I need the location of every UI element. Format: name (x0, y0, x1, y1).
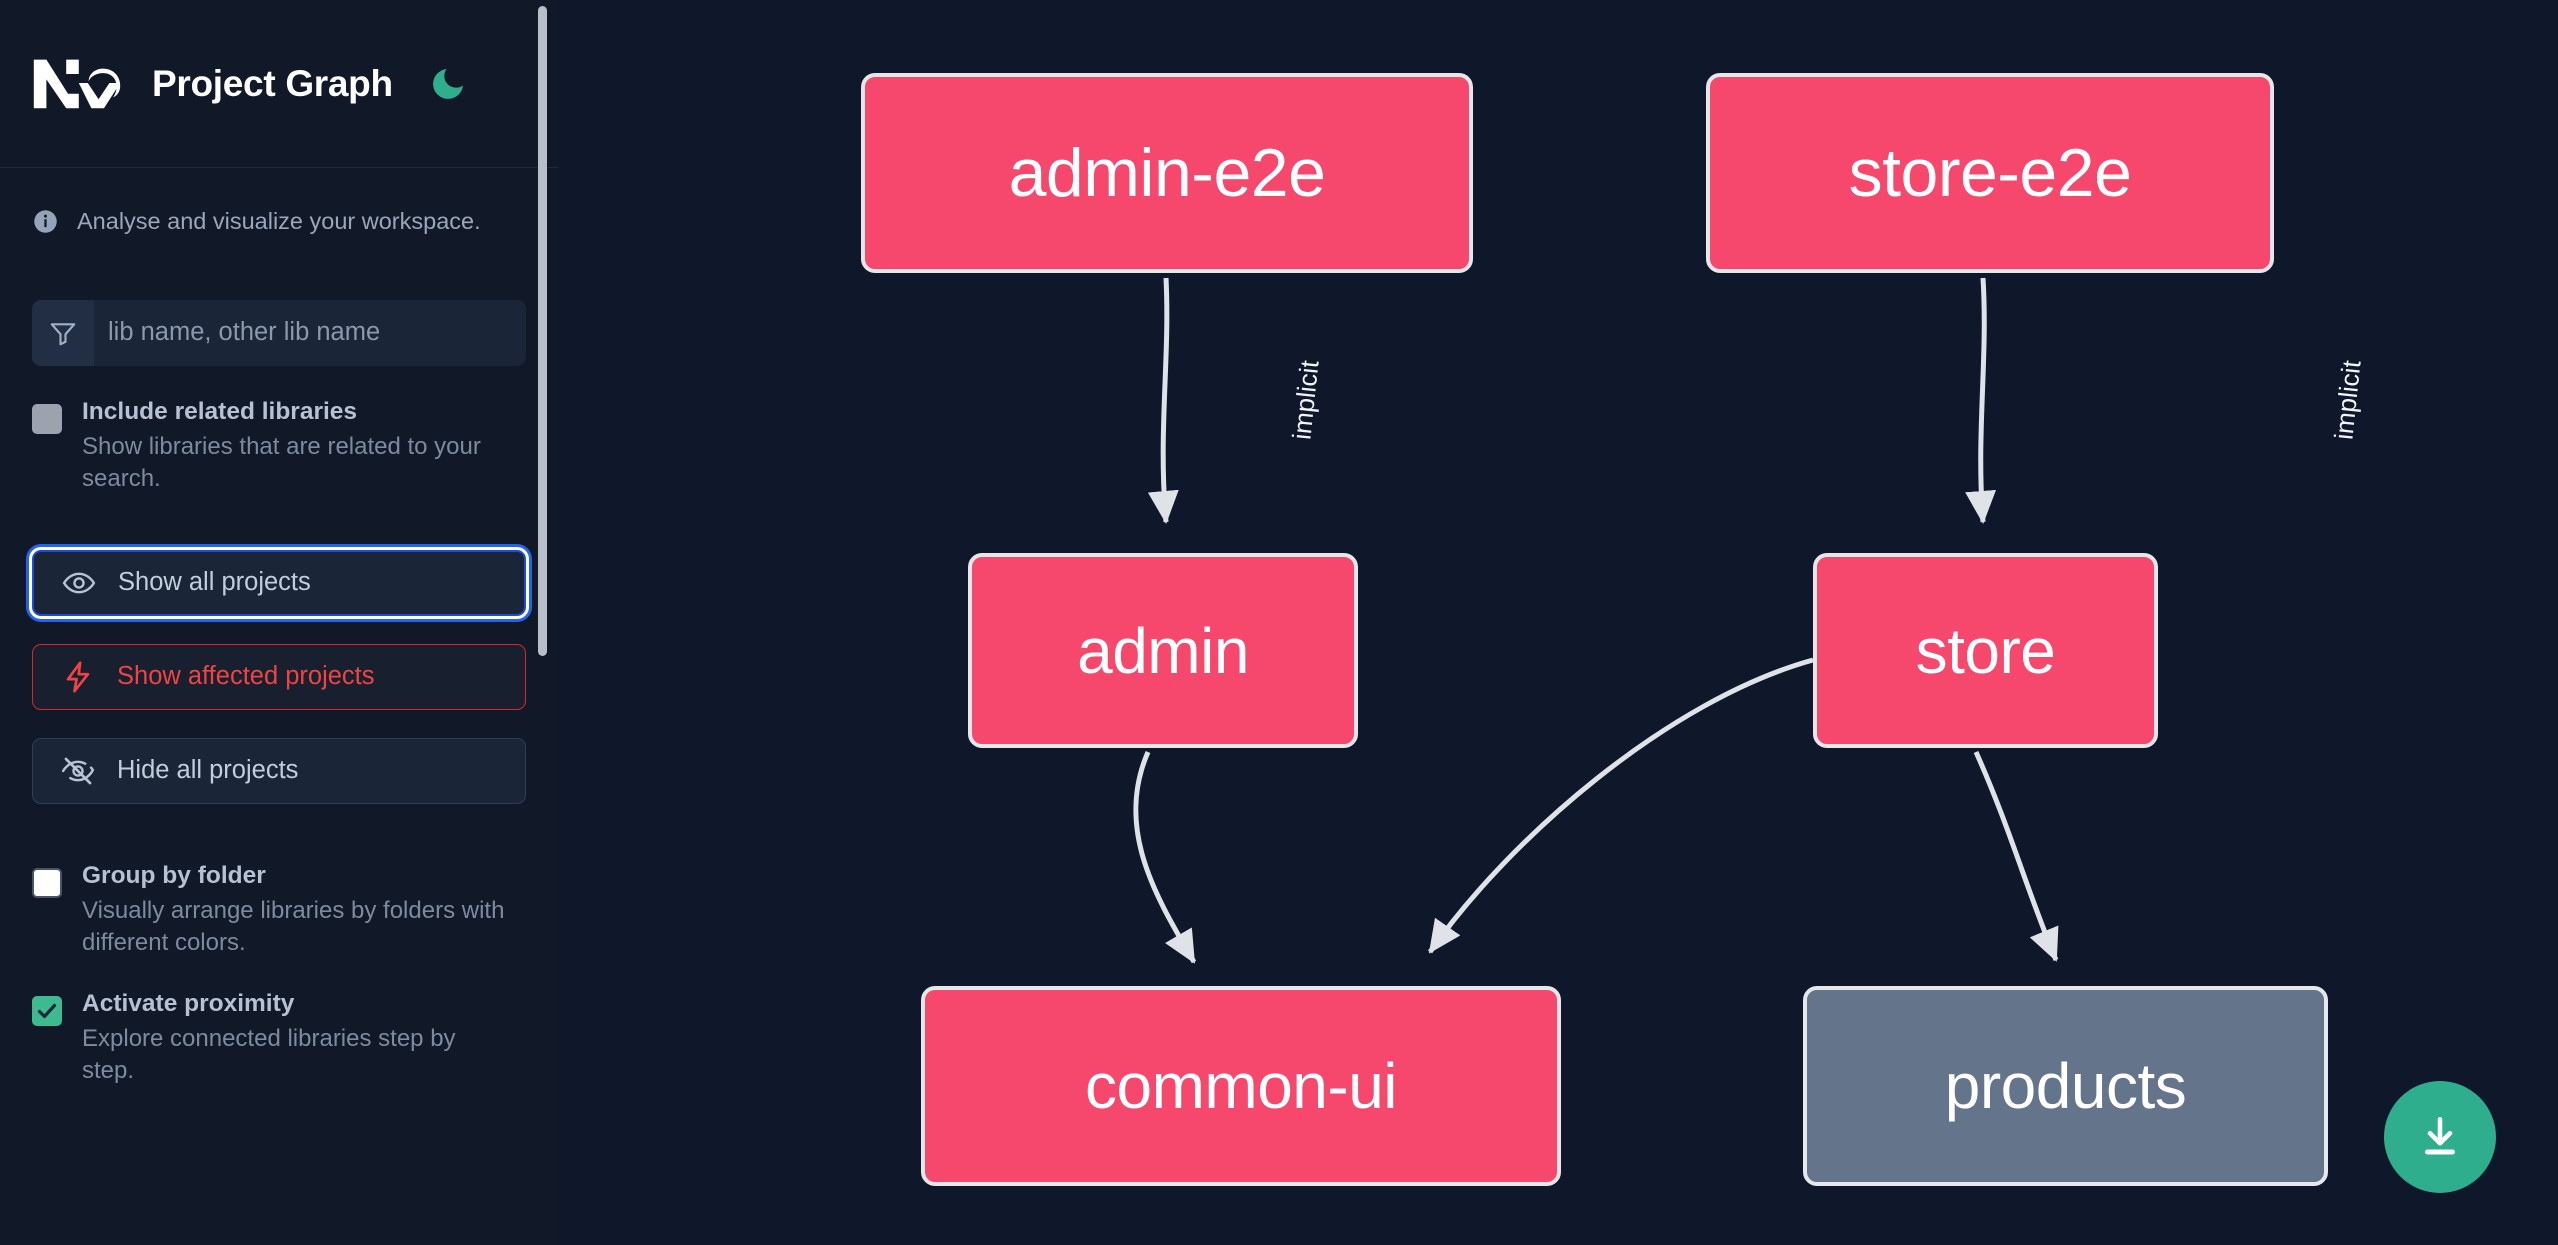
graph-node-store[interactable]: store (1813, 553, 2158, 748)
nx-logo-icon (32, 56, 122, 112)
show-all-projects-label: Show all projects (118, 568, 311, 597)
activate-proximity-checkbox[interactable] (32, 995, 62, 1026)
download-graph-button[interactable] (2384, 1081, 2496, 1193)
option-include-related-libraries: Include related libraries Show libraries… (0, 398, 558, 496)
graph-node-products[interactable]: products (1803, 986, 2328, 1186)
include-related-libraries-label[interactable]: Include related libraries (82, 397, 358, 425)
search-input[interactable] (94, 299, 526, 366)
graph-node-common-ui[interactable]: common-ui (921, 986, 1561, 1186)
check-icon (37, 1003, 57, 1018)
sidebar-scrollbar[interactable] (538, 0, 547, 1245)
sidebar-header: Project Graph (0, 0, 558, 168)
group-by-folder-desc: Visually arrange libraries by folders wi… (82, 896, 505, 957)
sidebar-info-text: Analyse and visualize your workspace. (77, 208, 481, 234)
sidebar-info: Analyse and visualize your workspace. (0, 168, 558, 238)
lightning-bolt-icon (66, 661, 90, 693)
show-all-projects-button[interactable]: Show all projects (32, 549, 526, 616)
show-affected-projects-label: Show affected projects (117, 662, 375, 691)
activate-proximity-label[interactable]: Activate proximity (82, 989, 295, 1017)
group-by-folder-label[interactable]: Group by folder (82, 861, 266, 889)
project-graph-canvas[interactable]: implicit implicit admin-e2e store-e2e ad… (558, 0, 2558, 1245)
eye-icon (62, 572, 96, 594)
page-title: Project Graph (152, 62, 393, 104)
edge-admin-to-common-ui (1133, 751, 1197, 964)
graph-node-admin-e2e[interactable]: admin-e2e (861, 73, 1473, 273)
include-related-libraries-checkbox[interactable] (32, 403, 62, 434)
graph-node-admin[interactable]: admin (968, 553, 1358, 748)
group-by-folder-checkbox[interactable] (32, 867, 62, 898)
edge-store-to-products (1973, 750, 2059, 962)
moon-icon[interactable] (425, 61, 471, 107)
activate-proximity-desc: Explore connected libraries step by step… (82, 1024, 456, 1085)
eye-slash-icon (61, 757, 95, 785)
download-icon (2425, 1117, 2455, 1155)
hide-all-projects-button[interactable]: Hide all projects (32, 737, 526, 804)
hide-all-projects-label: Hide all projects (117, 756, 299, 785)
option-activate-proximity: Activate proximity Explore connected lib… (0, 990, 558, 1088)
sidebar: Project Graph Analyse and visualize your… (0, 0, 558, 1245)
filter-funnel-icon (32, 299, 94, 366)
include-related-libraries-desc: Show libraries that are related to your … (82, 432, 481, 493)
search-bar[interactable] (32, 299, 526, 366)
sidebar-scrollbar-thumb[interactable] (538, 6, 547, 656)
option-group-by-folder: Group by folder Visually arrange librari… (0, 862, 558, 960)
edge-store-to-common-ui (1427, 657, 1814, 954)
info-circle-icon (32, 208, 59, 235)
edge-admin-e2e-to-admin (1147, 277, 1179, 524)
show-affected-projects-button[interactable]: Show affected projects (32, 643, 526, 710)
edge-store-e2e-to-store (1965, 277, 1997, 524)
graph-edges (1133, 277, 2059, 964)
graph-node-store-e2e[interactable]: store-e2e (1706, 73, 2274, 273)
